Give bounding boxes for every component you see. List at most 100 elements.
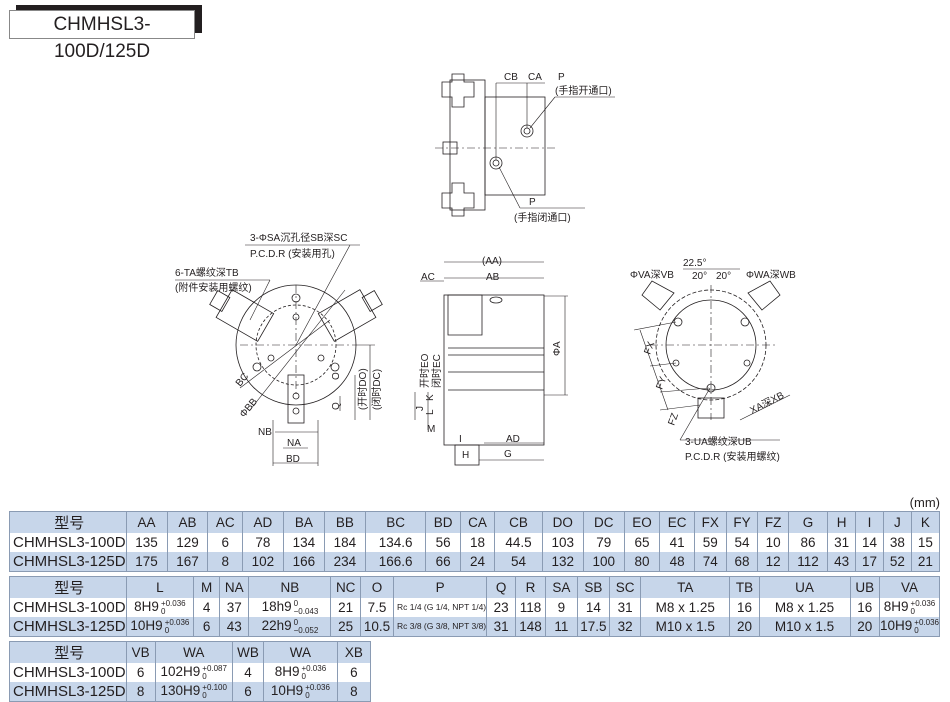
column-header: TB [729, 576, 760, 598]
label-q: Q [331, 402, 342, 410]
table-cell: 31 [827, 533, 857, 552]
column-header: AA [125, 511, 168, 533]
table-cell: 78 [241, 533, 284, 552]
label-bc: BC [234, 371, 251, 389]
table-cell: 14 [576, 598, 611, 617]
column-header: I [855, 511, 884, 533]
table-cell: 103 [541, 533, 584, 552]
table-cell: 79 [582, 533, 625, 552]
table-cell: 54 [494, 552, 543, 572]
table-cell: 8 [125, 682, 156, 702]
table-cell: CHMHSL3-125D [9, 682, 127, 702]
table-cell: 12 [757, 552, 789, 572]
label-p-close-note: (手指闭通口) [514, 211, 571, 224]
column-header: AC [207, 511, 243, 533]
label-sa-pcd: P.C.D.R (安装用孔) [250, 247, 335, 260]
column-header: AD [241, 511, 284, 533]
table-cell: 54 [725, 533, 759, 552]
table-cell: CHMHSL3-100D [9, 598, 127, 617]
column-header: XB [336, 641, 372, 663]
column-header: TA [640, 576, 731, 598]
table-cell: CHMHSL3-125D [9, 617, 127, 637]
column-header: M [193, 576, 221, 598]
column-header: BA [282, 511, 325, 533]
tolerance-value: −0.043 [293, 606, 319, 616]
table-cell: 43 [827, 552, 857, 572]
table-cell: 9 [544, 598, 578, 617]
table-cell: Rc 3/8 (G 3/8, NPT 3/8) [392, 617, 488, 637]
label-wa: ΦWA深WB [746, 269, 796, 281]
label-na: NA [287, 438, 301, 449]
cell-value: 22h9 [261, 618, 292, 634]
column-header: FY [725, 511, 759, 533]
column-header: SB [576, 576, 611, 598]
page-title: CHMHSL3-100D/125D [9, 10, 195, 62]
table-cell: 31 [609, 598, 642, 617]
tolerance: 0−0.043 [293, 599, 319, 616]
table-cell: 74 [693, 552, 727, 572]
label-o: O [331, 372, 342, 380]
cell-value: 8H9 [274, 664, 300, 680]
column-header: WA [263, 641, 338, 663]
label-h: H [462, 450, 469, 461]
column-header: G [787, 511, 829, 533]
side-view-drawing: (AA) AC AB ΦA 开时EO 闭时EC J K L M I H AD G [414, 256, 568, 466]
table-cell: 16 [729, 598, 760, 617]
table-cell: 21 [910, 552, 941, 572]
label-ad: AD [506, 434, 520, 445]
label-l: L [425, 409, 436, 415]
tolerance-value: −0.052 [293, 625, 319, 635]
cell-value: 10H9 [130, 618, 163, 634]
table-cell: CHMHSL3-100D [9, 663, 127, 682]
tolerance-value: 0 [301, 671, 306, 681]
label-ta-note: 6-TA螺纹深TB [175, 266, 239, 279]
column-header: 型号 [9, 576, 127, 598]
table-cell: 100 [582, 552, 625, 572]
label-ca: CA [528, 72, 542, 83]
label-fx: FX [642, 340, 657, 356]
column-header: AB [166, 511, 209, 533]
table-cell: 48 [659, 552, 695, 572]
table-cell: 65 [623, 533, 661, 552]
table-cell: Rc 1/4 (G 1/4, NPT 1/4) [392, 598, 488, 617]
table-cell: M10 x 1.5 [758, 617, 851, 637]
column-header: J [882, 511, 912, 533]
label-i: I [459, 434, 462, 445]
column-header: R [515, 576, 546, 598]
label-eo: 开时EO [419, 353, 431, 388]
table-cell: 166 [282, 552, 325, 572]
label-p-open: P [558, 72, 565, 83]
label-fz: FZ [666, 412, 681, 427]
column-header: UB [849, 576, 881, 598]
label-p-open-note: (手指开通口) [555, 84, 612, 97]
table-cell: 44.5 [494, 533, 543, 552]
column-header: WA [154, 641, 233, 663]
column-header: EC [659, 511, 695, 533]
column-header: P [392, 576, 488, 598]
table-cell: 6 [125, 663, 156, 682]
table-cell: 14 [855, 533, 884, 552]
label-k: K [425, 394, 436, 401]
label-ua-note: 3-UA螺纹深UB [685, 435, 752, 448]
cell-value: 10H9 [270, 683, 304, 699]
column-header: FZ [757, 511, 789, 533]
table-cell: CHMHSL3-125D [9, 552, 127, 572]
column-header: UA [758, 576, 851, 598]
